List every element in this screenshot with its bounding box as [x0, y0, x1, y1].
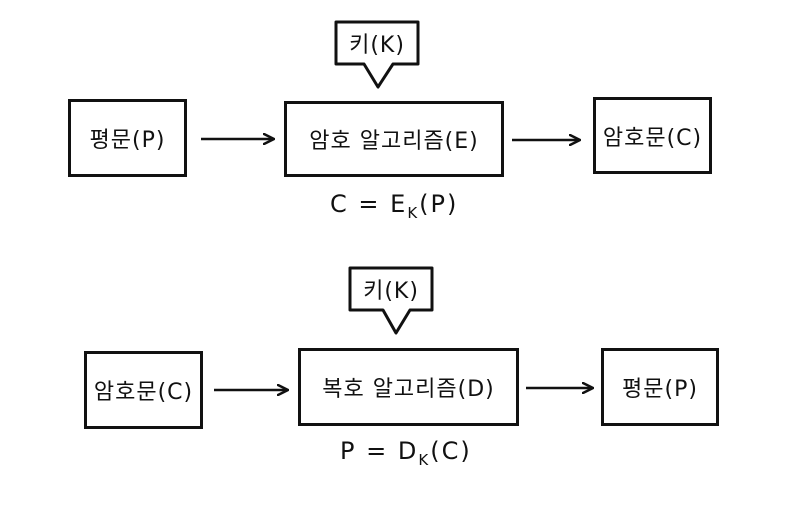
formula-function: D	[397, 437, 419, 465]
key-bubble-decrypt: 키(K)	[350, 268, 432, 310]
encryption-formula: C = EK(P)	[330, 190, 458, 222]
encryption-algorithm-box: 암호 알고리즘(E)	[284, 101, 504, 177]
formula-argument: (C)	[430, 437, 472, 465]
key-bubble-encrypt: 키(K)	[336, 22, 418, 64]
formula-argument: (P)	[419, 190, 459, 218]
formula-lhs: P	[340, 437, 357, 465]
plaintext-box-decrypt: 평문(P)	[601, 348, 719, 426]
decryption-algorithm-label: 복호 알고리즘(D)	[322, 377, 495, 402]
decryption-algorithm-box: 복호 알고리즘(D)	[298, 348, 519, 426]
key-bubble-outline-encrypt	[334, 20, 420, 89]
key-label: 키(K)	[363, 279, 419, 304]
formula-subscript: K	[407, 203, 420, 222]
decryption-formula: P = DK(C)	[340, 437, 472, 469]
formula-equals: =	[366, 437, 389, 465]
ciphertext-box-decrypt: 암호문(C)	[84, 351, 203, 429]
encryption-algorithm-label: 암호 알고리즘(E)	[309, 129, 479, 154]
ciphertext-label: 암호문(C)	[93, 380, 194, 405]
key-bubble-outline-decrypt	[348, 266, 434, 335]
plaintext-label: 평문(P)	[622, 377, 698, 402]
formula-lhs: C	[330, 190, 349, 218]
key-label: 키(K)	[349, 33, 405, 58]
formula-function: E	[390, 190, 408, 218]
formula-equals: =	[358, 190, 381, 218]
plaintext-label: 평문(P)	[89, 128, 166, 153]
formula-subscript: K	[418, 450, 431, 469]
ciphertext-label: 암호문(C)	[602, 125, 703, 151]
ciphertext-box-encrypt: 암호문(C)	[593, 97, 712, 174]
plaintext-box-encrypt: 평문(P)	[68, 99, 187, 177]
